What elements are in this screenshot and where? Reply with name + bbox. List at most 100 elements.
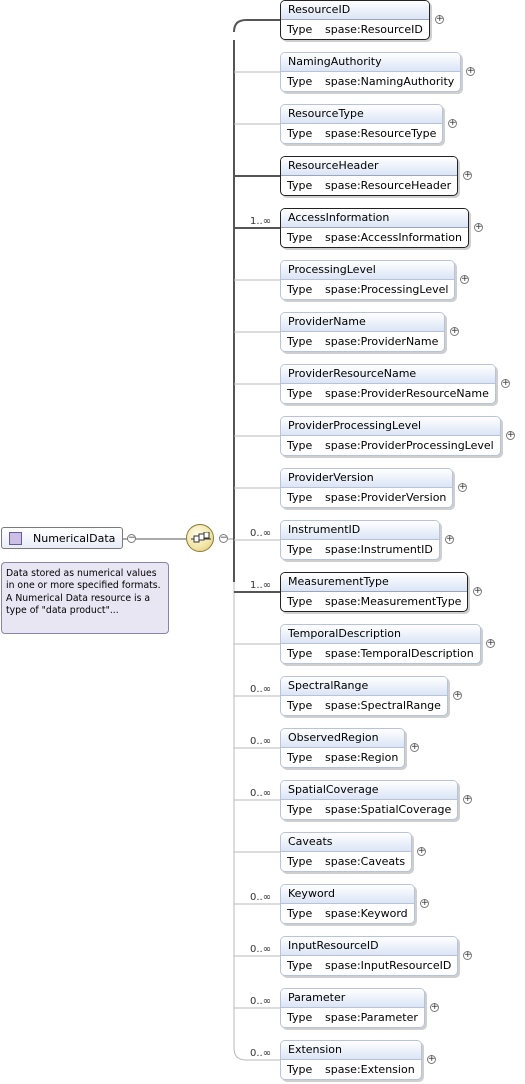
cardinality-label: 0..∞ (250, 736, 272, 747)
type-label: Type (287, 907, 313, 920)
expand-icon[interactable]: + (430, 1002, 439, 1012)
expand-icon[interactable]: + (458, 482, 467, 492)
cardinality-label: 0..∞ (250, 788, 272, 799)
expand-icon[interactable]: + (460, 274, 469, 284)
type-label: Type (287, 595, 313, 608)
sequence-compositor-icon[interactable] (186, 524, 214, 552)
branch-line (233, 19, 280, 33)
root-element-box[interactable]: NumericalData (1, 527, 123, 549)
expand-icon[interactable]: + (486, 638, 495, 648)
type-value: spase:Caveats (325, 855, 406, 868)
cardinality-label: 1..∞ (250, 580, 272, 591)
expand-icon[interactable]: + (466, 66, 475, 76)
element-name: ObservedRegion (281, 729, 405, 748)
type-label: Type (287, 335, 313, 348)
type-label: Type (287, 647, 313, 660)
type-label: Type (287, 699, 313, 712)
collapse-root-icon[interactable]: − (127, 533, 136, 543)
type-label: Type (287, 959, 313, 972)
type-value: spase:ResourceType (325, 127, 437, 140)
complex-type-icon (9, 532, 22, 545)
type-value: spase:InputResourceID (325, 959, 452, 972)
expand-icon[interactable]: + (410, 742, 419, 752)
type-label: Type (287, 543, 313, 556)
element-name: Keyword (281, 885, 414, 904)
type-label: Type (287, 127, 313, 140)
element-name: ProviderResourceName (281, 365, 495, 384)
expand-icon[interactable]: + (445, 534, 454, 544)
expand-icon[interactable]: + (463, 794, 472, 804)
expand-icon[interactable]: + (474, 222, 483, 232)
expand-icon[interactable]: + (420, 898, 429, 908)
expand-icon[interactable]: + (473, 586, 482, 596)
expand-icon[interactable]: + (448, 118, 457, 128)
branch-line (233, 1047, 280, 1061)
type-label: Type (287, 283, 313, 296)
expand-icon[interactable]: + (435, 14, 444, 24)
expand-icon[interactable]: + (450, 326, 459, 336)
element-name: InstrumentID (281, 521, 439, 540)
type-label: Type (287, 855, 313, 868)
expand-icon[interactable]: + (427, 1054, 436, 1064)
cardinality-label: 0..∞ (250, 528, 272, 539)
collapse-sequence-icon[interactable]: − (219, 533, 228, 543)
root-element-name: NumericalData (33, 532, 116, 545)
type-label: Type (287, 231, 313, 244)
type-value: spase:Keyword (325, 907, 408, 920)
element-name: ResourceType (281, 105, 443, 124)
expand-icon[interactable]: + (463, 950, 472, 960)
type-label: Type (287, 387, 313, 400)
element-type-row: Type spase:TemporalDescription (281, 644, 480, 663)
element-box[interactable]: InputResourceID Type spase:InputResourceID (280, 936, 459, 976)
element-name: Caveats (281, 833, 412, 852)
expand-icon[interactable]: + (506, 430, 515, 440)
element-type-row: Type spase:SpectralRange (281, 696, 447, 715)
cardinality-label: 0..∞ (250, 944, 272, 955)
element-name: InputResourceID (281, 937, 458, 956)
type-value: spase:TemporalDescription (325, 647, 474, 660)
expand-icon[interactable]: + (501, 378, 510, 388)
type-label: Type (287, 23, 313, 36)
element-type-row: Type spase:Caveats (281, 852, 411, 871)
type-label: Type (287, 1011, 313, 1024)
expand-icon[interactable]: + (453, 690, 462, 700)
expand-icon[interactable]: + (463, 170, 472, 180)
element-name: NamingAuthority (281, 53, 461, 72)
element-name: TemporalDescription (281, 625, 480, 644)
type-value: spase:Region (325, 751, 399, 764)
type-value: spase:SpectralRange (325, 699, 441, 712)
element-name: Extension (281, 1041, 421, 1060)
element-name: ProviderVersion (281, 469, 453, 488)
expand-icon[interactable]: + (417, 846, 426, 856)
element-name: ProviderProcessingLevel (281, 417, 500, 436)
